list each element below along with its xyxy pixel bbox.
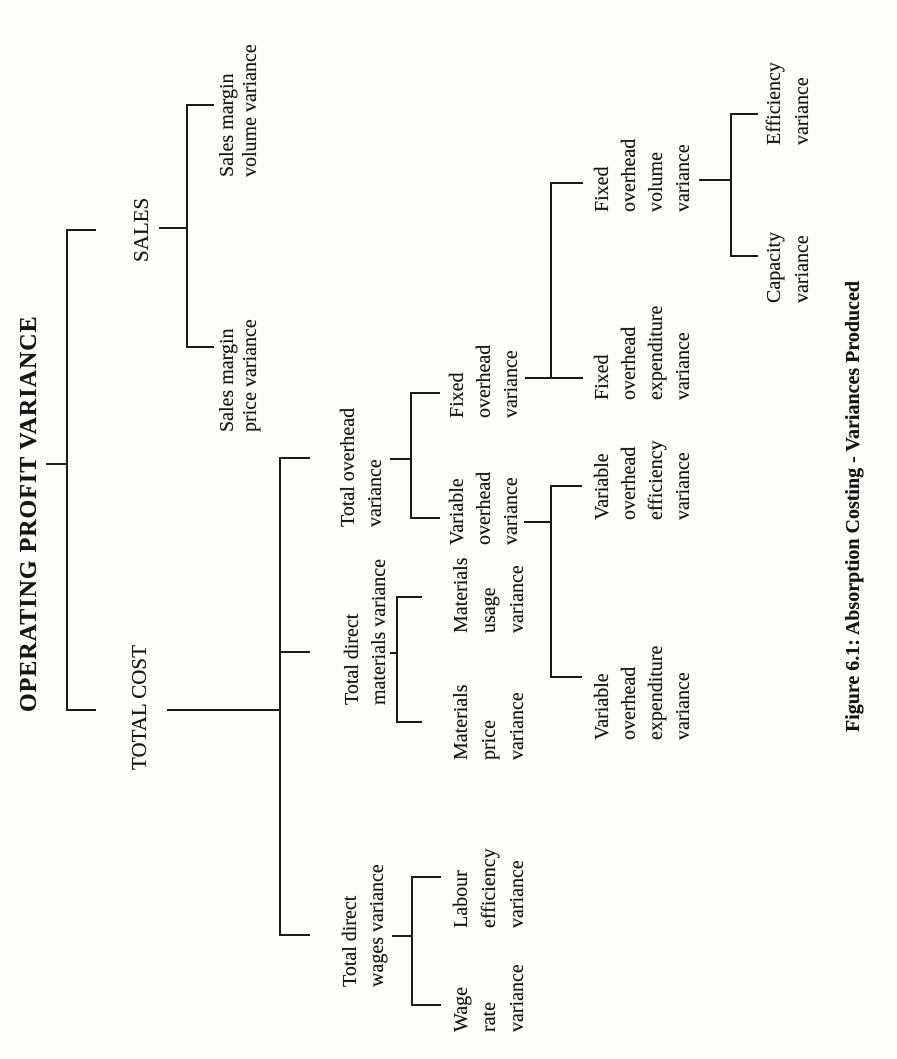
node-fixed-overhead-variance: Fixed overhead variance: [446, 344, 522, 418]
node-materials-price-variance: Materials price variance: [450, 684, 528, 760]
node-fixed-overhead-expenditure-variance: Fixed overhead expenditure variance: [591, 305, 694, 400]
connector-line: [550, 485, 552, 678]
connector-line: [411, 876, 413, 1006]
connector-line: [279, 457, 281, 936]
connector-line: [525, 377, 552, 379]
node-sales-margin-price-variance: Sales margin price variance: [216, 319, 261, 432]
connector-line: [410, 517, 440, 519]
figure-caption: Figure 6.1: Absorption Costing - Varianc…: [842, 281, 864, 732]
connector-line: [396, 721, 422, 723]
connector-line: [46, 463, 67, 465]
connector-line: [730, 255, 758, 257]
connector-line: [550, 182, 583, 184]
connector-line: [699, 179, 732, 181]
connector-line: [66, 709, 96, 711]
node-total-direct-wages-variance: Total direct wages variance: [339, 864, 388, 987]
connector-line: [159, 227, 188, 229]
connector-line: [411, 1004, 441, 1006]
connector-line: [396, 596, 398, 722]
connector-line: [550, 485, 582, 487]
connector-line: [550, 676, 582, 678]
node-efficiency-variance: Efficiency variance: [763, 62, 813, 145]
node-total-overhead-variance: Total overhead variance: [337, 407, 386, 527]
connector-line: [279, 651, 310, 653]
node-variable-overhead-variance: Variable overhead variance: [446, 471, 522, 545]
connector-line: [550, 182, 552, 379]
connector-line: [550, 377, 583, 379]
connector-line: [66, 229, 96, 231]
connector-line: [390, 458, 412, 460]
connector-line: [392, 935, 413, 937]
node-capacity-variance: Capacity variance: [763, 231, 813, 303]
node-operating-profit-variance: OPERATING PROFIT VARIANCE: [16, 315, 42, 712]
connector-line: [410, 392, 440, 394]
node-variable-overhead-expenditure-variance: Variable overhead expenditure variance: [591, 645, 694, 740]
node-labour-efficiency-variance: Labour efficiency variance: [450, 848, 528, 928]
connector-line: [186, 104, 214, 106]
connector-line: [279, 457, 310, 459]
node-materials-usage-variance: Materials usage variance: [450, 557, 528, 633]
connector-line: [410, 392, 412, 519]
connector-line: [411, 876, 441, 878]
node-sales: SALES: [129, 197, 153, 262]
node-total-cost: TOTAL COST: [127, 645, 151, 770]
connector-line: [730, 113, 758, 115]
connector-line: [730, 113, 732, 257]
connector-line: [186, 346, 214, 348]
node-variable-overhead-efficiency-variance: Variable overhead efficiency variance: [591, 440, 694, 520]
node-total-direct-materials-variance: Total direct materials variance: [341, 558, 390, 705]
connector-line: [186, 104, 188, 348]
node-wage-rate-variance: Wage rate variance: [450, 964, 528, 1032]
connector-line: [279, 934, 310, 936]
node-sales-margin-volume-variance: Sales margin volume variance: [216, 44, 261, 177]
connector-line: [396, 596, 422, 598]
connector-line: [66, 229, 68, 711]
connector-line: [167, 709, 281, 711]
connector-line: [524, 521, 552, 523]
node-fixed-overhead-volume-variance: Fixed overhead volume variance: [591, 138, 694, 212]
